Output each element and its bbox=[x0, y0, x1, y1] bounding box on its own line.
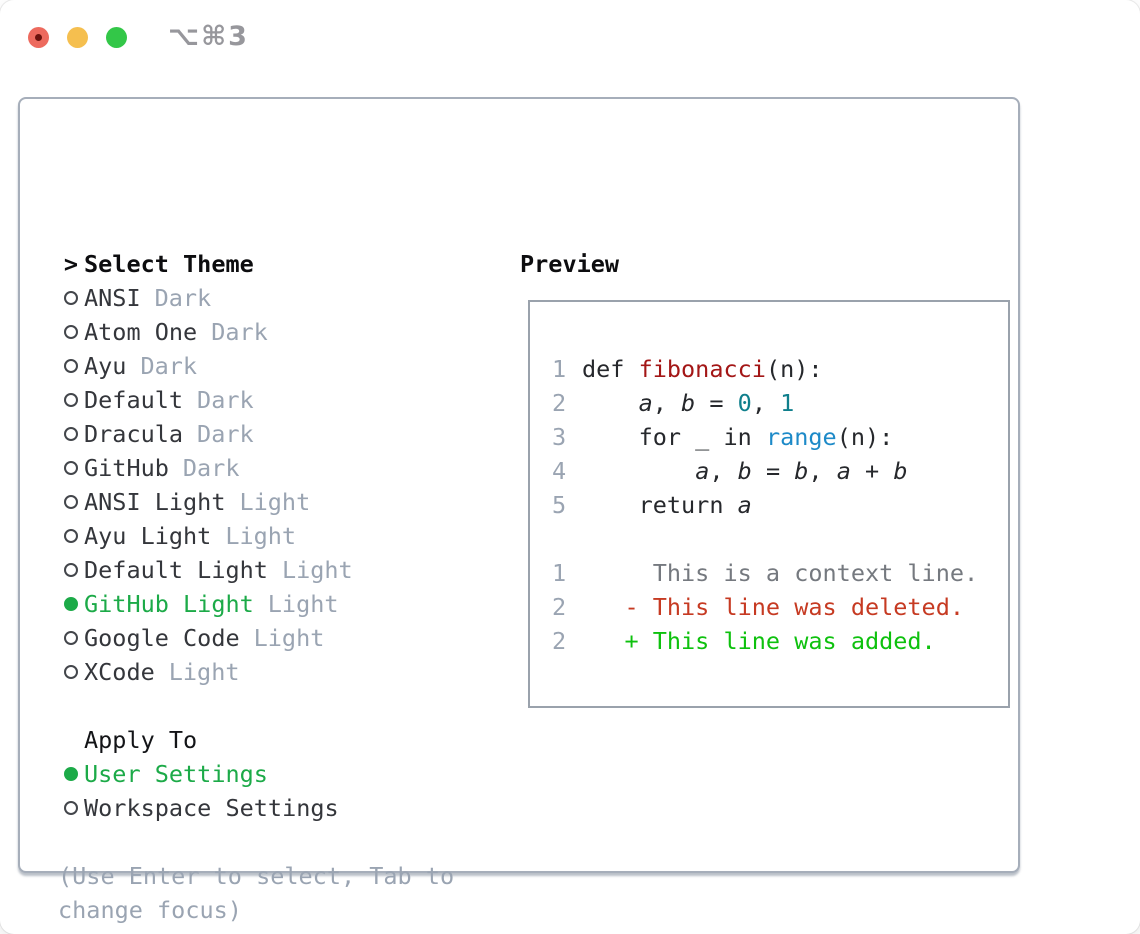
radio-unselected-icon bbox=[58, 631, 84, 645]
apply-option-user-settings[interactable]: User Settings bbox=[58, 757, 498, 791]
theme-option-xcode[interactable]: XCode Light bbox=[58, 655, 498, 689]
theme-option-default[interactable]: Default Dark bbox=[58, 383, 498, 417]
theme-variant-label: Light bbox=[239, 488, 311, 516]
radio-selected-icon bbox=[58, 767, 84, 781]
option-label: GitHub bbox=[84, 454, 169, 482]
radio-unselected-icon bbox=[58, 325, 84, 339]
preview-line-2: 2 a, b = 0, 1 bbox=[552, 386, 1008, 420]
window-title: ⌥⌘3 bbox=[168, 21, 249, 52]
line-number: 1 bbox=[552, 355, 567, 383]
radio-unselected-icon bbox=[58, 563, 84, 577]
line-number: 2 bbox=[552, 627, 567, 655]
theme-option-ansi[interactable]: ANSI Dark bbox=[58, 281, 498, 315]
spacer bbox=[58, 825, 498, 859]
theme-variant-label: Light bbox=[168, 658, 240, 686]
line-number: 2 bbox=[552, 389, 567, 417]
theme-variant-label: Dark bbox=[211, 318, 268, 346]
theme-option-atom-one[interactable]: Atom One Dark bbox=[58, 315, 498, 349]
radio-unselected-icon bbox=[58, 359, 84, 373]
keyboard-hint-line-2: change focus) bbox=[58, 896, 242, 924]
theme-variant-label: Dark bbox=[197, 420, 254, 448]
radio-unselected-icon bbox=[58, 291, 84, 305]
theme-variant-label: Light bbox=[267, 590, 339, 618]
line-number: 4 bbox=[552, 457, 567, 485]
option-label: XCode bbox=[84, 658, 155, 686]
title-bar: ⌥⌘3 bbox=[0, 0, 1140, 97]
preview-line-9: 2 + This line was added. bbox=[552, 624, 1008, 658]
line-number: 2 bbox=[552, 593, 567, 621]
option-label: Workspace Settings bbox=[84, 794, 339, 822]
radio-selected-icon bbox=[58, 597, 84, 611]
option-label: User Settings bbox=[84, 760, 268, 788]
prompt-icon: > bbox=[63, 250, 79, 278]
radio-unselected-icon bbox=[58, 529, 84, 543]
theme-option-ayu[interactable]: Ayu Dark bbox=[58, 349, 498, 383]
option-label: Ayu Light bbox=[84, 522, 212, 550]
theme-variant-label: Dark bbox=[154, 284, 212, 312]
radio-unselected-icon bbox=[58, 665, 84, 679]
option-label: ANSI bbox=[84, 284, 141, 312]
option-label: Dracula bbox=[84, 420, 184, 448]
close-button[interactable] bbox=[28, 27, 49, 48]
option-label: GitHub Light bbox=[84, 590, 254, 618]
apply-to-title: Apply To bbox=[84, 726, 198, 754]
preview-title: Preview bbox=[520, 250, 620, 278]
keyboard-hint-line-1: (Use Enter to select, Tab to bbox=[58, 862, 455, 890]
theme-option-ansi-light[interactable]: ANSI Light Light bbox=[58, 485, 498, 519]
theme-option-ayu-light[interactable]: Ayu Light Light bbox=[58, 519, 498, 553]
apply-to-header: Apply To bbox=[58, 723, 498, 757]
theme-option-dracula[interactable]: Dracula Dark bbox=[58, 417, 498, 451]
preview-line-6 bbox=[552, 522, 1008, 556]
select-theme-title: Select Theme bbox=[84, 250, 254, 278]
theme-variant-label: Light bbox=[225, 522, 297, 550]
option-label: Ayu bbox=[84, 352, 127, 380]
document-edited-dot-icon bbox=[35, 34, 42, 41]
spacer bbox=[58, 689, 498, 723]
zoom-button[interactable] bbox=[106, 27, 127, 48]
theme-variant-label: Light bbox=[253, 624, 325, 652]
option-label: Atom One bbox=[84, 318, 198, 346]
select-theme-header: > Select Theme bbox=[58, 247, 498, 281]
preview-line-4: 4 a, b = b, a + b bbox=[552, 454, 1008, 488]
preview-line-5: 5 return a bbox=[552, 488, 1008, 522]
minimize-button[interactable] bbox=[67, 27, 88, 48]
option-label: Google Code bbox=[84, 624, 240, 652]
apply-option-workspace-settings[interactable]: Workspace Settings bbox=[58, 791, 498, 825]
theme-variant-label: Dark bbox=[140, 352, 198, 380]
theme-variant-label: Dark bbox=[197, 386, 254, 414]
radio-unselected-icon bbox=[58, 495, 84, 509]
radio-unselected-icon bbox=[58, 393, 84, 407]
option-label: ANSI Light bbox=[84, 488, 226, 516]
line-number: 5 bbox=[552, 491, 567, 519]
radio-unselected-icon bbox=[58, 427, 84, 441]
radio-unselected-icon bbox=[58, 801, 84, 815]
theme-option-github-light[interactable]: GitHub Light Light bbox=[58, 587, 498, 621]
preview-line-8: 2 - This line was deleted. bbox=[552, 590, 1008, 624]
theme-variant-label: Light bbox=[281, 556, 353, 584]
line-number: 1 bbox=[552, 559, 567, 587]
theme-option-github[interactable]: GitHub Dark bbox=[58, 451, 498, 485]
option-label: Default Light bbox=[84, 556, 268, 584]
theme-option-default-light[interactable]: Default Light Light bbox=[58, 553, 498, 587]
radio-unselected-icon bbox=[58, 461, 84, 475]
theme-option-google-code[interactable]: Google Code Light bbox=[58, 621, 498, 655]
option-label: Default bbox=[84, 386, 184, 414]
preview-line-7: 1 This is a context line. bbox=[552, 556, 1008, 590]
theme-variant-label: Dark bbox=[182, 454, 240, 482]
line-number: 3 bbox=[552, 423, 567, 451]
preview-line-3: 3 for _ in range(n): bbox=[552, 420, 1008, 454]
